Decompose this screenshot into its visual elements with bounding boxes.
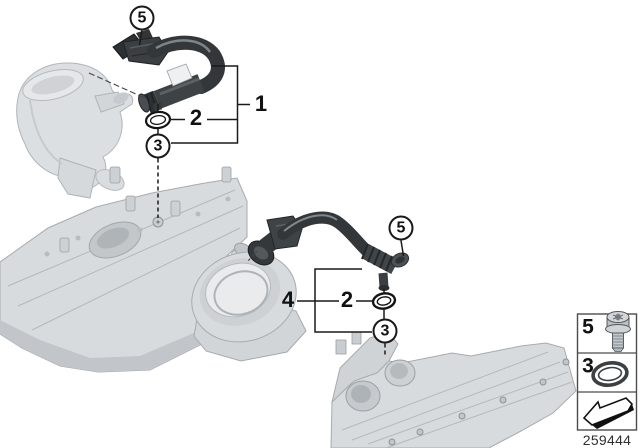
left-valve-cover — [0, 166, 248, 373]
legend-label-3[interactable]: 3 — [582, 354, 594, 378]
callout-lines — [88, 30, 405, 357]
lower-vent-hose — [247, 211, 410, 291]
callout-circle-5-upper[interactable]: 5 — [129, 5, 155, 31]
callout-2-upper[interactable]: 2 — [189, 105, 203, 130]
o-ring-icon — [591, 361, 629, 387]
callout-circle-5-lower[interactable]: 5 — [388, 215, 414, 241]
direction-arrow-icon — [582, 397, 634, 429]
upper-vent-hose — [112, 29, 225, 114]
callout-circle-3-upper[interactable]: 3 — [145, 133, 171, 159]
bolt-icon — [605, 311, 631, 352]
callout-4[interactable]: 4 — [281, 287, 295, 312]
lower-o-ring — [371, 292, 397, 310]
callout-2-lower[interactable]: 2 — [340, 287, 354, 312]
legend-box — [576, 311, 638, 431]
callout-1[interactable]: 1 — [254, 91, 268, 116]
throttle-body — [191, 242, 307, 362]
upper-o-ring — [144, 110, 172, 130]
right-valve-cover — [330, 331, 577, 448]
doc-number: 259444 — [582, 432, 632, 448]
legend-label-5[interactable]: 5 — [582, 315, 594, 339]
callout-circle-3-lower[interactable]: 3 — [372, 318, 398, 344]
